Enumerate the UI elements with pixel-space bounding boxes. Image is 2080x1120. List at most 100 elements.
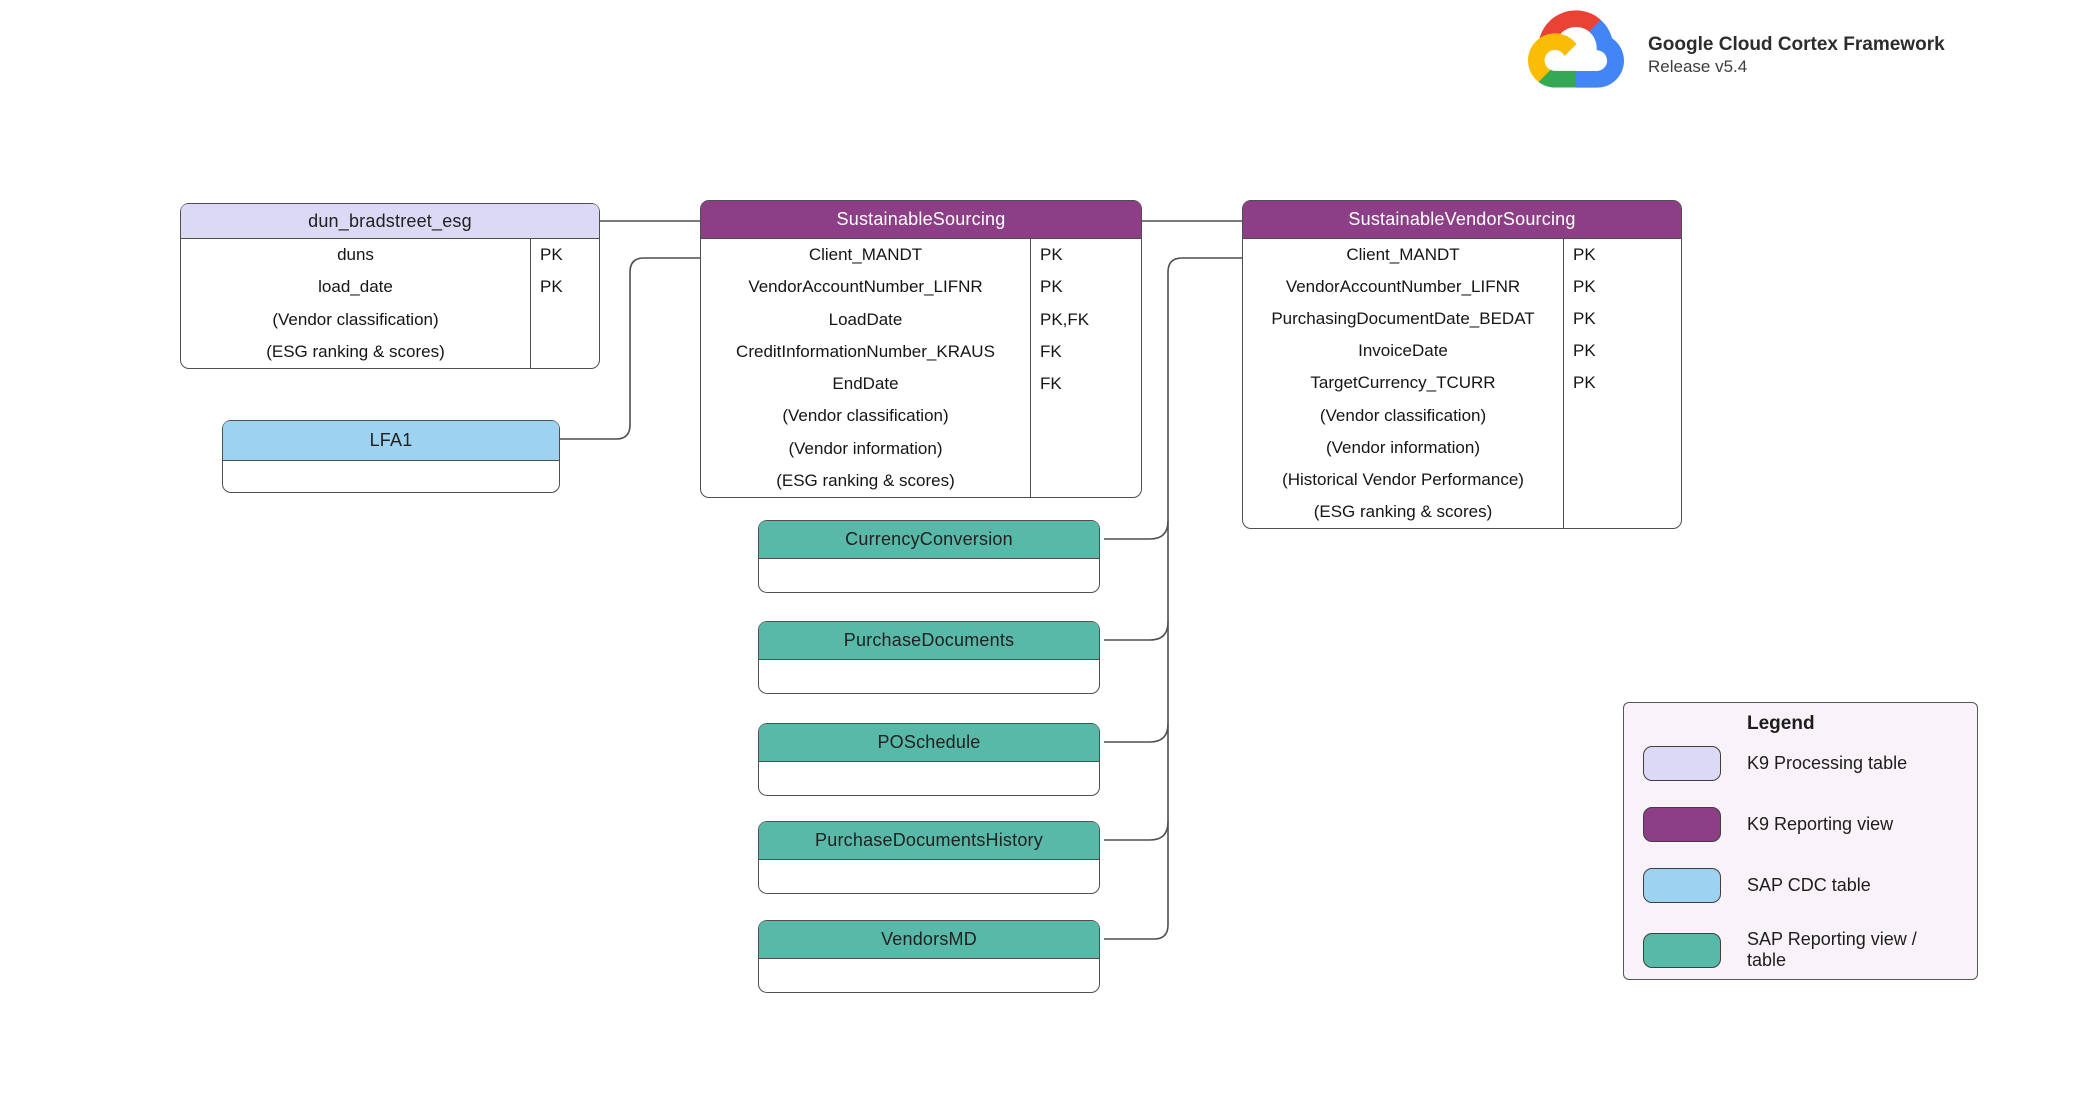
table-header: PurchaseDocuments <box>759 622 1099 660</box>
connector-trunk-to-vendorsmd <box>1104 257 1242 940</box>
field-key: PK <box>1563 367 1681 400</box>
table-header: SustainableVendorSourcing <box>1243 201 1681 239</box>
table-row: (Vendor information) <box>1243 431 1681 464</box>
brand-text-block: Google Cloud Cortex Framework Release v5… <box>1648 33 1945 78</box>
table-row: (ESG ranking & scores) <box>701 464 1141 497</box>
table-body: Client_MANDT PK VendorAccountNumber_LIFNR P… <box>701 239 1141 497</box>
field-key <box>1563 399 1681 432</box>
table-row: (ESG ranking & scores) <box>1243 495 1681 528</box>
field-name: (ESG ranking & scores) <box>1313 501 1493 521</box>
field-name: VendorAccountNumber_LIFNR <box>748 277 983 297</box>
table-body <box>223 461 559 492</box>
table-body <box>759 860 1099 893</box>
field-key: PK <box>1563 303 1681 336</box>
field-key: FK <box>1030 368 1141 401</box>
table-purchasedocuments: PurchaseDocuments <box>758 621 1100 694</box>
table-title: SustainableVendorSourcing <box>1348 209 1576 229</box>
connector-currencyconversion-branch <box>1104 520 1169 540</box>
table-header: PurchaseDocumentsHistory <box>759 822 1099 860</box>
table-row: VendorAccountNumber_LIFNR PK <box>701 271 1141 304</box>
google-cloud-logo-icon <box>1528 10 1624 88</box>
field-name: (Vendor classification) <box>272 309 439 329</box>
table-row: TargetCurrency_TCURR PK <box>1243 367 1681 400</box>
field-name: InvoiceDate <box>1358 341 1448 361</box>
legend-label: K9 Processing table <box>1747 753 1908 773</box>
field-name: load_date <box>318 277 393 297</box>
table-header: dun_bradstreet_esg <box>181 204 599 239</box>
table-body <box>759 762 1099 795</box>
legend-item: K9 Processing table <box>1643 746 1959 781</box>
field-name: (ESG ranking & scores) <box>266 341 445 361</box>
legend-item: SAP Reporting view / table <box>1643 929 1959 971</box>
table-title: dun_bradstreet_esg <box>308 210 472 231</box>
legend-title: Legend <box>1747 713 1815 734</box>
field-name: LoadDate <box>828 309 903 329</box>
table-title: LFA1 <box>369 430 413 450</box>
table-row: (Vendor classification) <box>701 400 1141 433</box>
table-purchasedocumentshistory: PurchaseDocumentsHistory <box>758 821 1100 894</box>
field-name: PurchasingDocumentDate_BEDAT <box>1271 309 1535 329</box>
connector-lfa1-to-sustainablesourcing <box>560 257 700 440</box>
field-key: PK <box>1563 335 1681 368</box>
field-key <box>530 303 599 336</box>
field-name: Client_MANDT <box>808 245 923 265</box>
k9-processing-swatch <box>1643 746 1721 781</box>
field-key <box>1030 464 1141 497</box>
table-title: PurchaseDocumentsHistory <box>815 830 1043 850</box>
field-name: CreditInformationNumber_KRAUS <box>736 341 995 361</box>
legend-label: K9 Reporting view <box>1747 814 1894 834</box>
table-header: VendorsMD <box>759 921 1099 959</box>
table-vendorsmd: VendorsMD <box>758 920 1100 993</box>
table-body <box>759 959 1099 992</box>
field-key: FK <box>1030 335 1141 368</box>
table-header: SustainableSourcing <box>701 201 1141 239</box>
table-row: (Vendor information) <box>701 432 1141 465</box>
field-key: PK <box>1563 239 1681 272</box>
field-name: (Vendor classification) <box>782 406 949 426</box>
field-key <box>1030 432 1141 465</box>
field-key: PK,FK <box>1030 303 1141 336</box>
field-key: PK <box>1030 271 1141 304</box>
table-row: CreditInformationNumber_KRAUS FK <box>701 335 1141 368</box>
table-row: (ESG ranking & scores) <box>181 335 599 368</box>
field-key <box>530 335 599 368</box>
table-row: InvoiceDate PK <box>1243 335 1681 368</box>
table-title: VendorsMD <box>881 929 977 949</box>
table-header: CurrencyConversion <box>759 521 1099 559</box>
field-name: (ESG ranking & scores) <box>776 470 955 490</box>
field-key: PK <box>1030 239 1141 272</box>
field-name: VendorAccountNumber_LIFNR <box>1285 277 1521 297</box>
field-name: (Vendor classification) <box>1319 405 1487 425</box>
field-key <box>1563 463 1681 496</box>
table-row: Client_MANDT PK <box>701 239 1141 272</box>
table-currencyconversion: CurrencyConversion <box>758 520 1100 593</box>
brand-release-version: Release v5.4 <box>1648 57 1748 76</box>
table-row: LoadDate PK,FK <box>701 303 1141 336</box>
legend: Legend K9 Processing table K9 Reporting … <box>1623 702 1978 980</box>
brand-title: Google Cloud Cortex Framework <box>1648 34 1945 55</box>
connector-purchasedocumentshistory-branch <box>1104 821 1169 841</box>
field-name: TargetCurrency_TCURR <box>1310 373 1496 393</box>
table-lfa1: LFA1 <box>222 420 560 493</box>
field-name: (Historical Vendor Performance) <box>1282 469 1524 489</box>
table-header: LFA1 <box>223 421 559 461</box>
table-body <box>759 660 1099 693</box>
legend-item: K9 Reporting view <box>1643 807 1959 842</box>
table-row: (Historical Vendor Performance) <box>1243 463 1681 496</box>
field-name: duns <box>337 245 374 265</box>
table-title: CurrencyConversion <box>845 529 1013 549</box>
field-key <box>1563 431 1681 464</box>
legend-label: SAP Reporting view / table <box>1747 929 1917 970</box>
legend-item: SAP CDC table <box>1643 868 1959 903</box>
table-row: PurchasingDocumentDate_BEDAT PK <box>1243 303 1681 336</box>
connector-poschedule-branch <box>1104 723 1169 743</box>
field-key <box>1563 495 1681 528</box>
table-poschedule: POSchedule <box>758 723 1100 796</box>
